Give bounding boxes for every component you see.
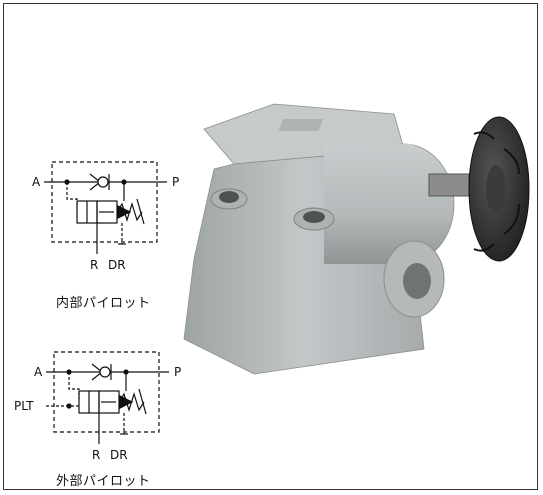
port-dr-label: DR <box>108 258 126 272</box>
internal-pilot-caption: 内部パイロット <box>56 296 151 311</box>
external-pilot-caption: 外部パイロット <box>56 474 151 489</box>
port-p-label: P <box>174 365 181 379</box>
relief-valve-photo <box>174 89 534 383</box>
figure-frame: A P R DR 内部パイロット <box>3 3 538 490</box>
internal-pilot-symbol: A P R DR <box>32 154 202 279</box>
pressure-reducing-valve-icon <box>183 103 530 375</box>
enclosure-dashed <box>51 161 158 243</box>
port-dr-label: DR <box>110 448 128 462</box>
port-a-label: A <box>34 365 43 379</box>
external-pilot-symbol: A P PLT R DR <box>14 344 204 469</box>
port-plt-label: PLT <box>14 399 34 413</box>
port-p-label: P <box>172 175 179 189</box>
enclosure-dashed <box>53 351 160 433</box>
port-r-label: R <box>90 258 98 272</box>
external-pilot-diagram: A P PLT R DR <box>14 351 181 462</box>
internal-pilot-diagram: A P R DR <box>32 161 179 272</box>
port-r-label: R <box>92 448 100 462</box>
port-a-label: A <box>32 175 41 189</box>
